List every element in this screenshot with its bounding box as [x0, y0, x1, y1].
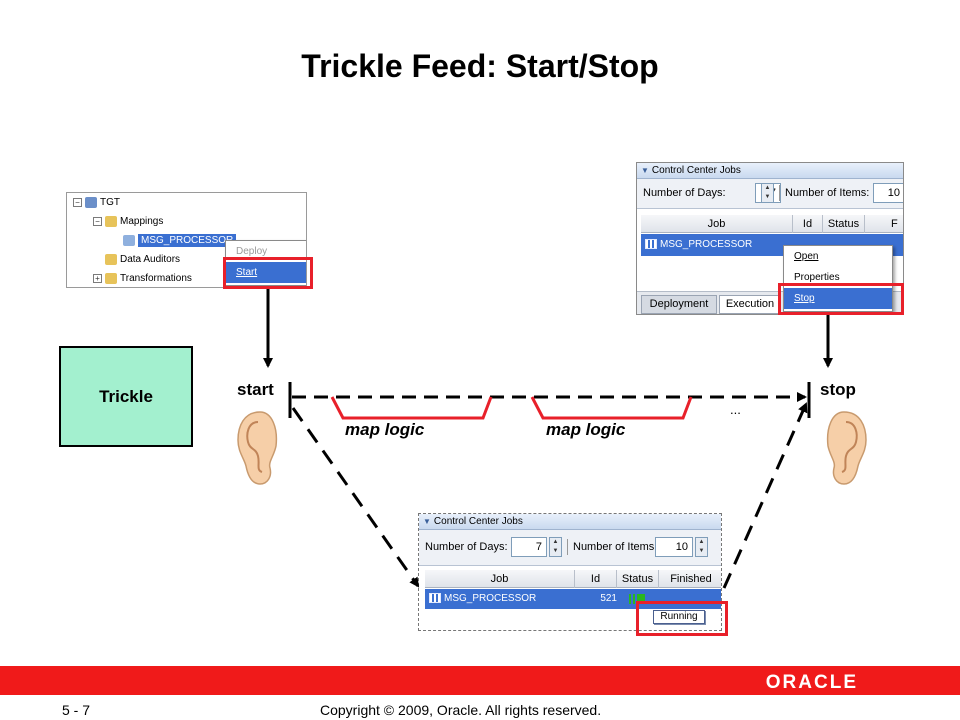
menu-item-deploy[interactable]: Deploy — [236, 246, 268, 257]
running-status-icon — [629, 594, 645, 604]
dashed-diagonal-right — [722, 402, 808, 589]
days-input[interactable]: 7 — [511, 537, 547, 557]
job-icon — [429, 593, 441, 604]
col-id[interactable]: Id — [793, 215, 823, 233]
jobs-params-bar: Number of Days: 7 ▲▼ Number of Items: 10… — [419, 530, 721, 566]
map-logic-bracket-2 — [530, 396, 693, 420]
tab-execution[interactable]: Execution — [719, 295, 781, 314]
trickle-box: Trickle — [59, 346, 193, 447]
ellipsis-label: ... — [730, 402, 741, 417]
items-input[interactable]: 10 — [873, 183, 903, 203]
job-row[interactable]: MSG_PROCESSOR 521 — [425, 589, 721, 609]
days-label: Number of Days: — [643, 187, 726, 199]
running-highlight-box — [636, 601, 728, 636]
jobs-window-top: ▼Control Center Jobs Number of Days: 7 ▲… — [636, 162, 904, 315]
expand-icon[interactable]: + — [93, 273, 102, 283]
tree-context-menu: Deploy Start — [225, 240, 306, 286]
map-logic-bracket-1 — [330, 396, 493, 420]
items-label: Number of Items: — [785, 187, 870, 199]
project-tree-window: −TGT −Mappings MSG_PROCESSOR Data Audito… — [66, 192, 307, 288]
job-icon — [645, 239, 657, 250]
separator — [779, 185, 780, 201]
collapse-icon[interactable]: − — [93, 216, 102, 226]
jobs-window-title: ▼Control Center Jobs — [419, 514, 721, 530]
col-finished[interactable]: F — [865, 215, 903, 233]
slide-title: Trickle Feed: Start/Stop — [301, 48, 659, 84]
map-logic-label-1: map logic — [345, 420, 425, 439]
jobs-grid-header: Job Id Status F — [641, 215, 903, 233]
folder-icon — [105, 253, 117, 265]
status-tooltip: Running — [653, 610, 705, 624]
col-job[interactable]: Job — [425, 570, 575, 588]
stop-label: stop — [820, 380, 856, 399]
job-id: 521 — [600, 593, 617, 604]
menu-item-open[interactable]: Open — [794, 251, 819, 262]
job-name: MSG_PROCESSOR — [444, 593, 537, 604]
days-label: Number of Days: — [425, 541, 508, 553]
collapse-triangle-icon[interactable]: ▼ — [423, 517, 431, 526]
jobs-params-bar: Number of Days: 7 ▲▼ Number of Items: 10 — [637, 179, 903, 209]
menu-item-start[interactable]: Start — [226, 262, 306, 283]
page-number: 5 - 7 — [62, 702, 91, 718]
col-id[interactable]: Id — [575, 570, 617, 588]
menu-item-stop[interactable]: Stop — [784, 288, 892, 309]
tree-item-data-auditors[interactable]: Data Auditors — [93, 250, 180, 269]
oracle-logo: ORACLE — [765, 672, 858, 693]
col-job[interactable]: Job — [641, 215, 793, 233]
tree-item-tgt[interactable]: −TGT — [73, 193, 120, 212]
copyright-text: Copyright © 2009, Oracle. All rights res… — [320, 702, 602, 718]
footer-bar — [0, 666, 960, 695]
job-name: MSG_PROCESSOR — [660, 239, 753, 250]
menu-item-properties[interactable]: Properties — [794, 272, 840, 283]
separator — [567, 539, 568, 555]
col-status[interactable]: Status — [823, 215, 865, 233]
collapse-triangle-icon[interactable]: ▼ — [641, 166, 649, 175]
tab-deployment[interactable]: Deployment — [641, 295, 717, 314]
tree-item-transformations[interactable]: +Transformations — [93, 269, 192, 287]
start-highlight-box — [223, 257, 313, 289]
folder-icon — [105, 272, 117, 284]
collapse-icon[interactable]: − — [73, 197, 82, 207]
ear-icon-left — [237, 411, 278, 485]
database-icon — [85, 196, 97, 208]
job-context-menu: Open Properties Stop — [783, 245, 893, 312]
days-spinner[interactable]: ▲▼ — [761, 183, 774, 203]
col-status[interactable]: Status — [617, 570, 659, 588]
tree-item-mappings[interactable]: −Mappings — [93, 212, 163, 231]
start-label: start — [237, 380, 274, 399]
items-input[interactable]: 10 — [655, 537, 693, 557]
jobs-window-bottom: ▼Control Center Jobs Number of Days: 7 ▲… — [418, 513, 722, 631]
mapping-icon — [123, 234, 135, 246]
stop-highlight-box — [778, 283, 904, 315]
map-logic-label-2: map logic — [546, 420, 626, 439]
items-spinner[interactable]: ▲▼ — [695, 537, 708, 557]
items-label: Number of Items: — [573, 541, 658, 553]
ear-icon-right — [826, 411, 867, 485]
folder-icon — [105, 215, 117, 227]
jobs-grid-header: Job Id Status Finished — [425, 570, 721, 588]
jobs-window-title: ▼Control Center Jobs — [637, 163, 903, 179]
days-spinner[interactable]: ▲▼ — [549, 537, 562, 557]
tree-item-msg-processor[interactable]: MSG_PROCESSOR — [113, 231, 237, 250]
col-finished[interactable]: Finished — [670, 573, 712, 585]
